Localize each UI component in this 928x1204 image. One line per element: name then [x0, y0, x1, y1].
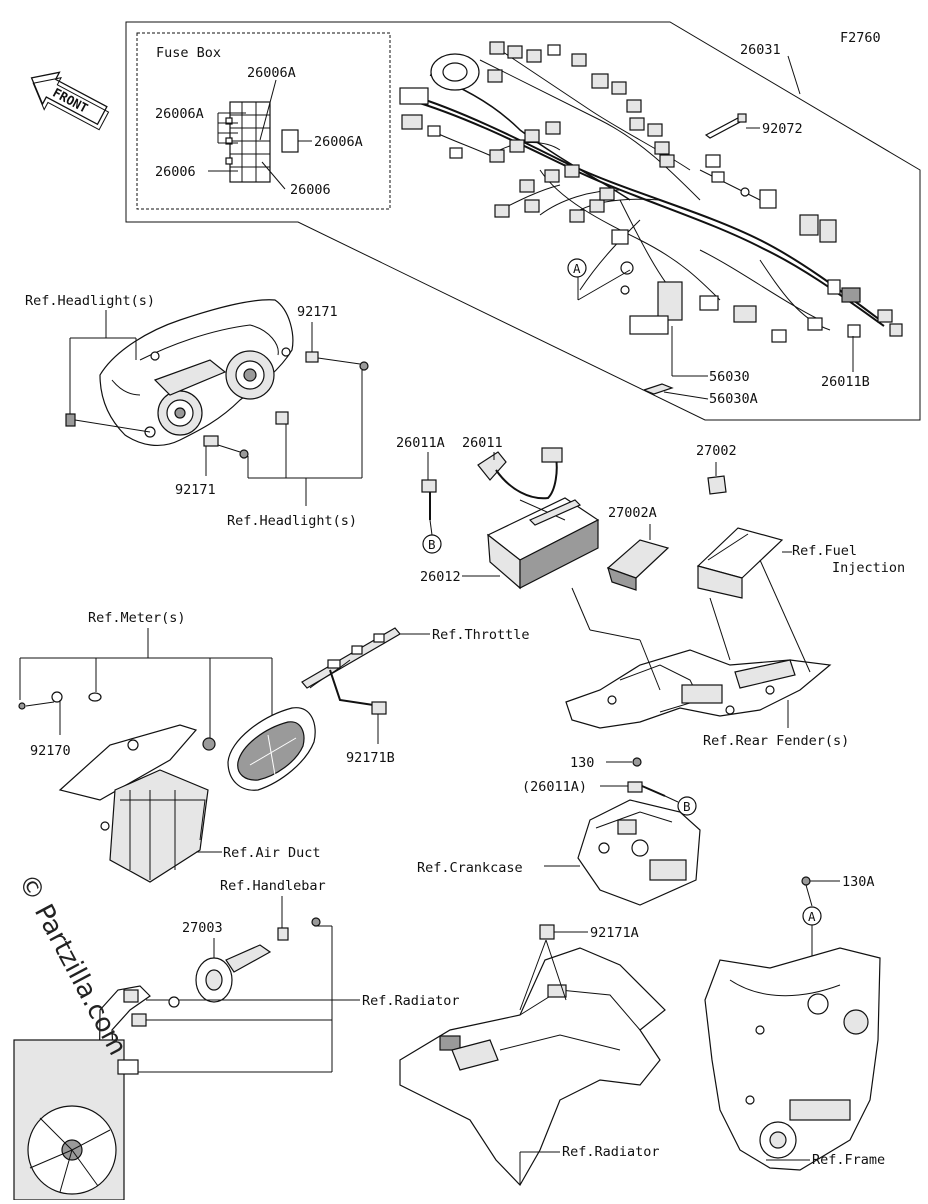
figure-code: F2760 — [840, 30, 881, 46]
ref-handlebar: Ref.Handlebar — [220, 878, 326, 894]
bolt-right-top — [359, 361, 369, 371]
center-fender — [399, 947, 666, 1186]
pad-56030A — [642, 383, 674, 395]
ref-B-right: B — [683, 799, 691, 814]
sensor-26011 — [477, 447, 563, 500]
headlight-assembly — [99, 299, 294, 447]
washer-radiator — [168, 996, 180, 1008]
label-26011: 26011 — [462, 435, 503, 451]
ref-B-left: B — [428, 537, 436, 552]
grommet-mid — [275, 411, 289, 425]
label-26011A: 26011A — [396, 435, 445, 451]
grommet-92171-top — [305, 351, 319, 363]
relay-27002 — [707, 475, 727, 495]
fuse-label-26006A-left: 26006A — [155, 106, 204, 122]
harness-group-outline — [125, 21, 921, 421]
ref-rear-fender: Ref.Rear Fender(s) — [703, 733, 849, 749]
radiator — [13, 985, 151, 1201]
label-92072: 92072 — [762, 121, 803, 137]
grommet-92171-bottom — [203, 435, 219, 447]
fuse-block — [225, 101, 299, 183]
ref-frame: Ref.Frame — [812, 1152, 885, 1168]
ref-fuel-injection: Injection — [832, 560, 905, 576]
fuse-label-26006A-right: 26006A — [314, 134, 363, 150]
bolt-bottom — [239, 449, 249, 459]
ref-headlight-bottom: Ref.Headlight(s) — [227, 513, 357, 529]
clip-left — [65, 413, 76, 427]
label-92171-top: 92171 — [297, 304, 338, 320]
meter-unit — [227, 707, 316, 791]
label-26031: 26031 — [740, 42, 781, 58]
cable-tie-92072 — [704, 117, 744, 139]
ref-A-bottom: A — [808, 909, 816, 924]
ref-meter: Ref.Meter(s) — [88, 610, 186, 626]
ref-circle-A-top — [567, 258, 587, 278]
ref-crankcase: Ref.Crankcase — [417, 860, 523, 876]
crankcase — [577, 799, 701, 906]
ref-fuel: Ref.Fuel — [792, 543, 857, 559]
main-wiring-harness — [409, 49, 885, 331]
frame — [704, 947, 881, 1171]
harness-connectors — [399, 41, 903, 343]
label-27002: 27002 — [696, 443, 737, 459]
ref-throttle: Ref.Throttle — [432, 627, 530, 643]
ref-radiator-top: Ref.Radiator — [362, 993, 460, 1009]
bolt-130 — [632, 757, 642, 767]
sensor-26011A-crankcase — [627, 781, 666, 797]
throttle-harness — [301, 627, 401, 715]
fuse-label-26006A-top: 26006A — [247, 65, 296, 81]
fuel-injection-ecu — [696, 527, 784, 599]
grommet-meter — [202, 737, 216, 751]
label-130: 130 — [570, 755, 594, 771]
ref-air-duct: Ref.Air Duct — [223, 845, 321, 861]
label-26012: 26012 — [420, 569, 461, 585]
fuse-label-26006-left: 26006 — [155, 164, 196, 180]
label-92170: 92170 — [30, 743, 71, 759]
fuse-box-panel — [136, 32, 391, 210]
label-56030A: 56030A — [709, 391, 758, 407]
front-arrow-icon: FRONT — [30, 71, 110, 131]
label-92171A: 92171A — [590, 925, 639, 941]
label-130A: 130A — [842, 874, 875, 890]
ref-headlight-top: Ref.Headlight(s) — [25, 293, 155, 309]
ref-A-top: A — [573, 261, 581, 276]
ref-radiator-bottom: Ref.Radiator — [562, 1144, 660, 1160]
label-92171-bottom: 92171 — [175, 482, 216, 498]
fuse-box-title: Fuse Box — [156, 45, 221, 61]
label-56030: 56030 — [709, 369, 750, 385]
label-26011A-paren: (26011A) — [522, 779, 587, 795]
clip-92171A — [539, 924, 555, 940]
grommet-radiator — [131, 1013, 147, 1027]
bracket-27002A — [606, 539, 670, 591]
label-92171B: 92171B — [346, 750, 395, 766]
label-27003: 27003 — [182, 920, 223, 936]
label-27002A: 27002A — [608, 505, 657, 521]
ecu-26012 — [486, 497, 600, 590]
watermark: © Partzilla.com — [12, 869, 133, 1060]
clip-handlebar — [277, 927, 289, 941]
label-26011B: 26011B — [821, 374, 870, 390]
horn-27003 — [195, 944, 272, 1003]
rear-fender-bracket — [565, 649, 832, 729]
washer-92170 — [51, 691, 63, 703]
fuse-label-26006-bottom: 26006 — [290, 182, 331, 198]
bolt-horn — [311, 917, 321, 927]
ref-circle-B-right — [677, 796, 697, 816]
sensor-26011A — [421, 479, 437, 520]
meter-bracket — [58, 724, 209, 883]
bolt-130A — [801, 876, 811, 886]
